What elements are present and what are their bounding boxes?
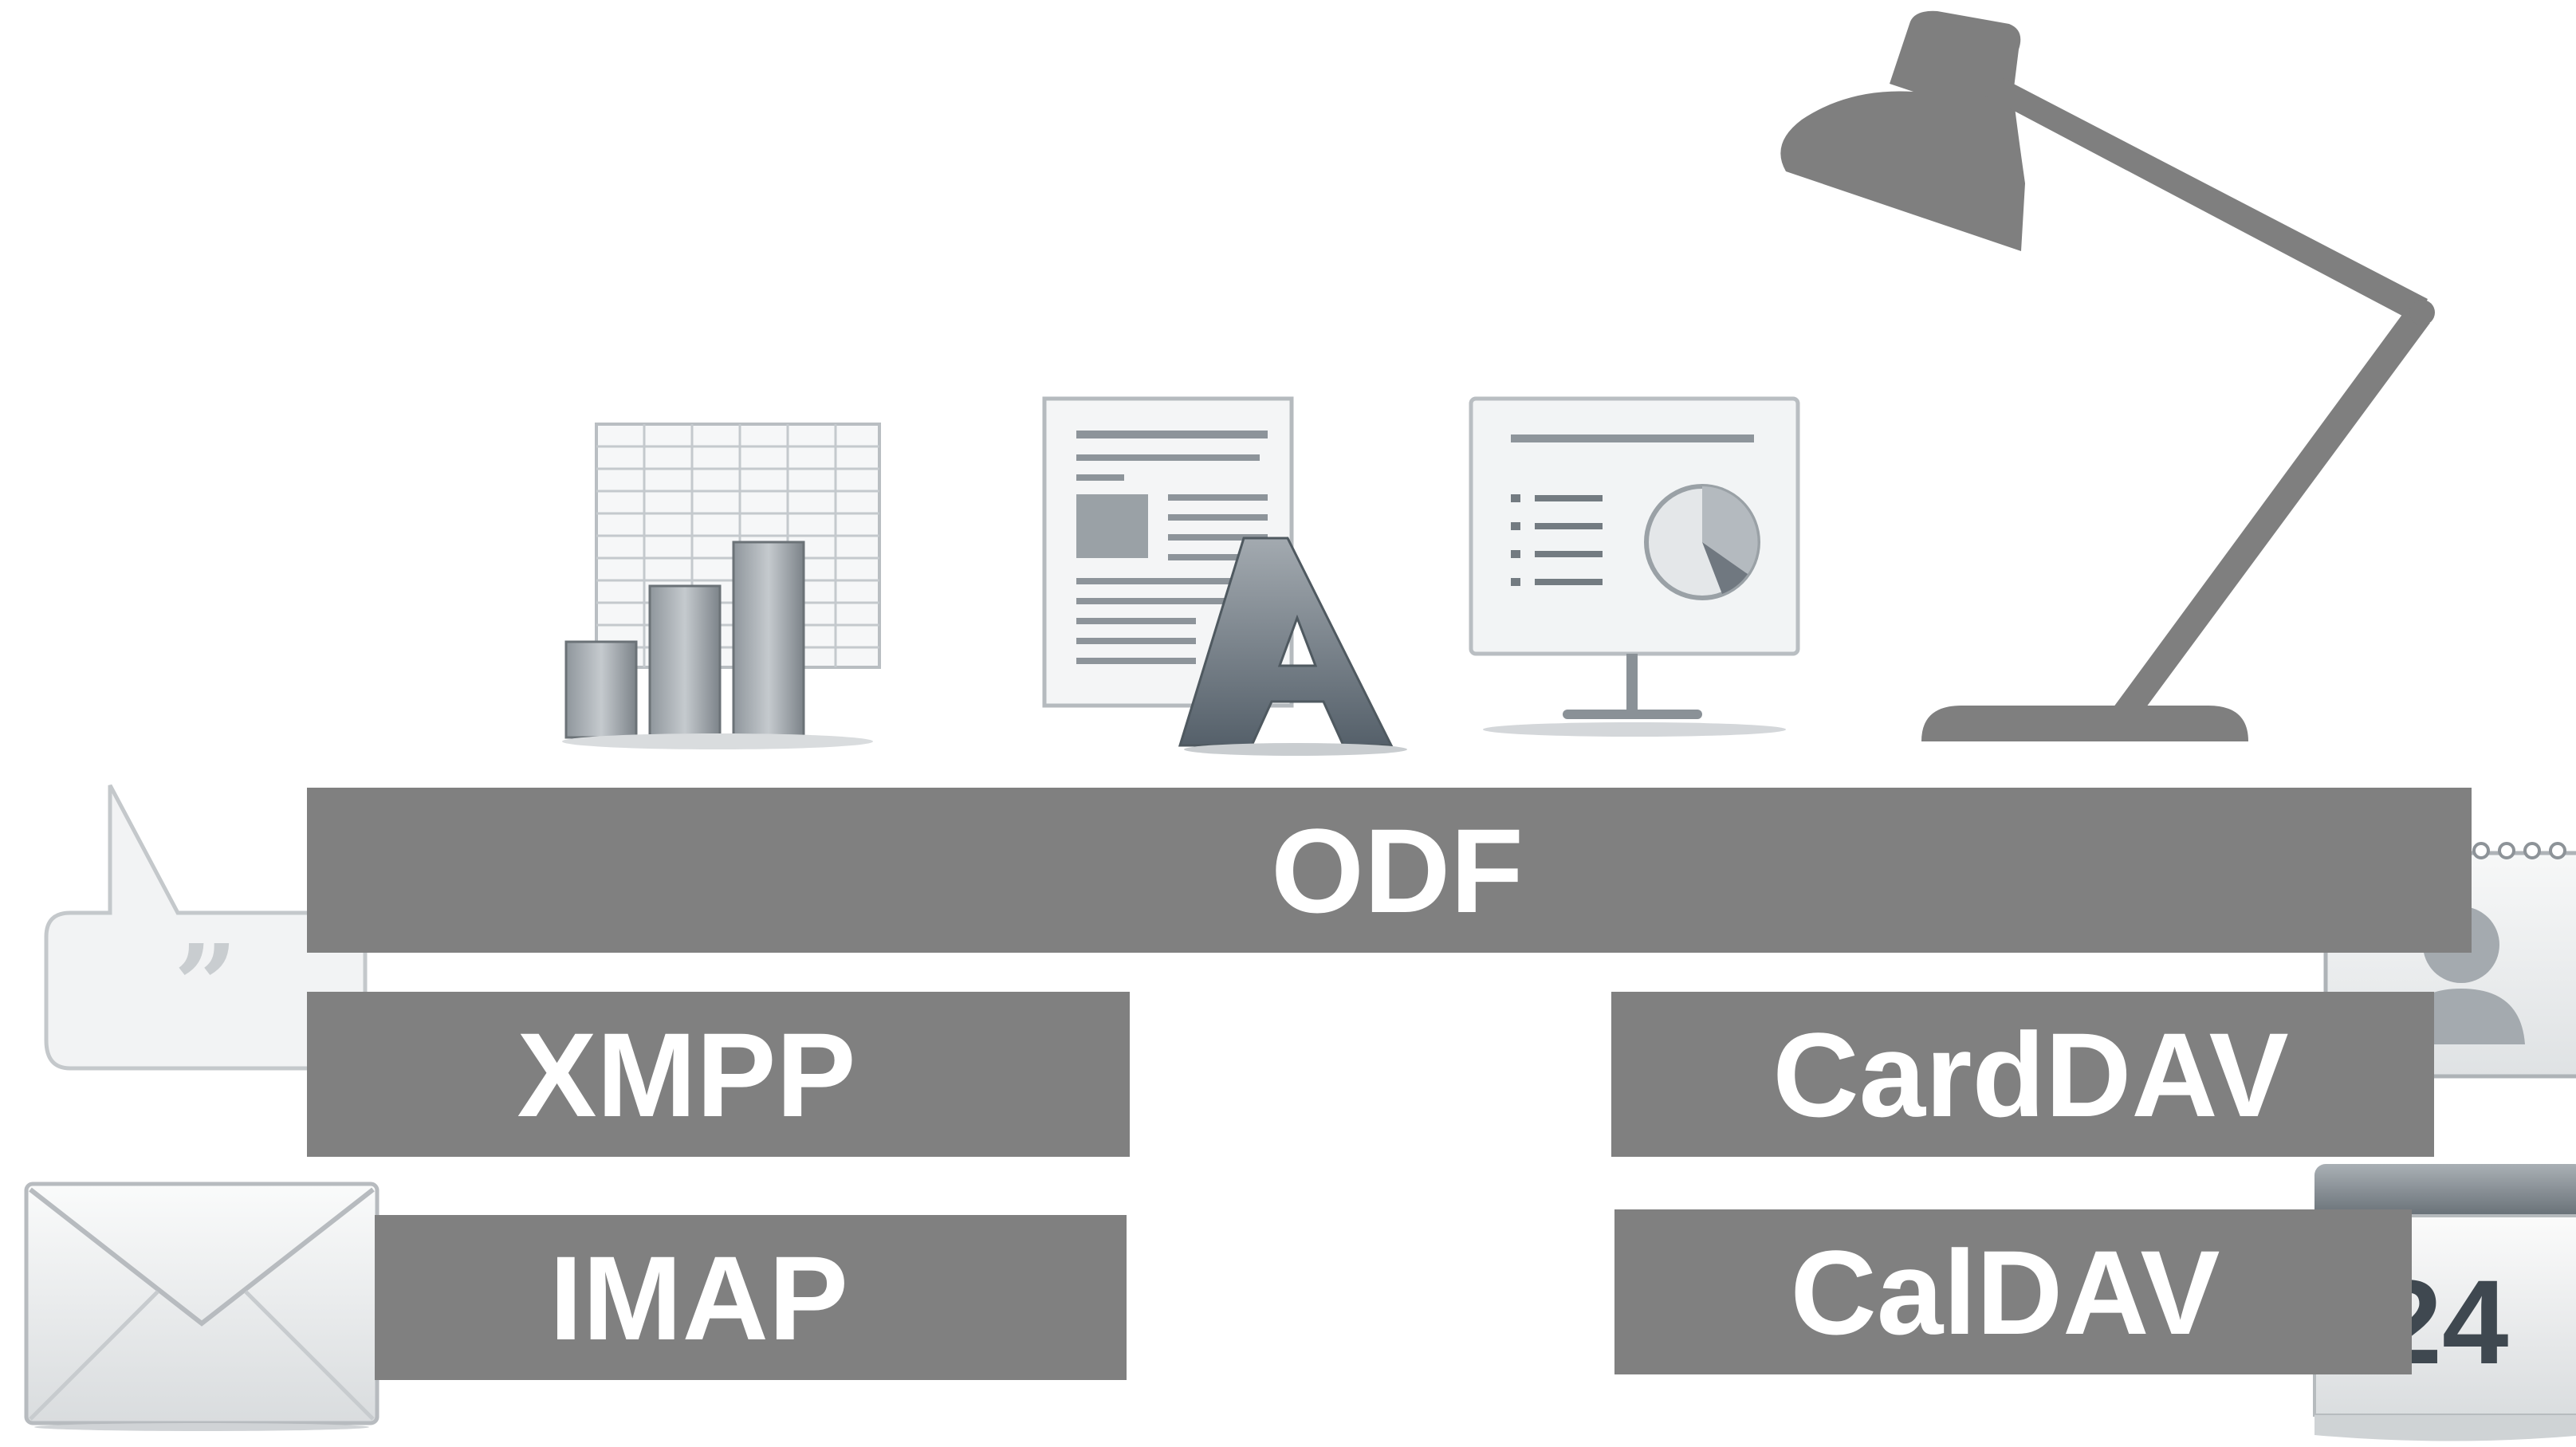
carddav-label: CardDAV [1772,1007,2289,1142]
imap-label: IMAP [549,1230,848,1365]
odf-layer-bar: ODF [307,788,2472,953]
envelope-icon [22,1180,381,1431]
xmpp-label: XMPP [517,1007,856,1142]
spreadsheet-chart-icon [558,415,893,749]
presentation-icon [1467,395,1802,745]
xmpp-layer-bar: XMPP [307,992,1130,1157]
text-document-icon [1040,395,1415,757]
desk-lamp-icon [1778,0,2448,749]
caldav-layer-bar: CalDAV [1614,1209,2412,1374]
carddav-layer-bar: CardDAV [1611,992,2434,1157]
caldav-label: CalDAV [1790,1225,2220,1359]
chat-quote-mark: ” [174,921,238,1052]
odf-label: ODF [1271,803,1524,938]
imap-layer-bar: IMAP [375,1215,1127,1380]
